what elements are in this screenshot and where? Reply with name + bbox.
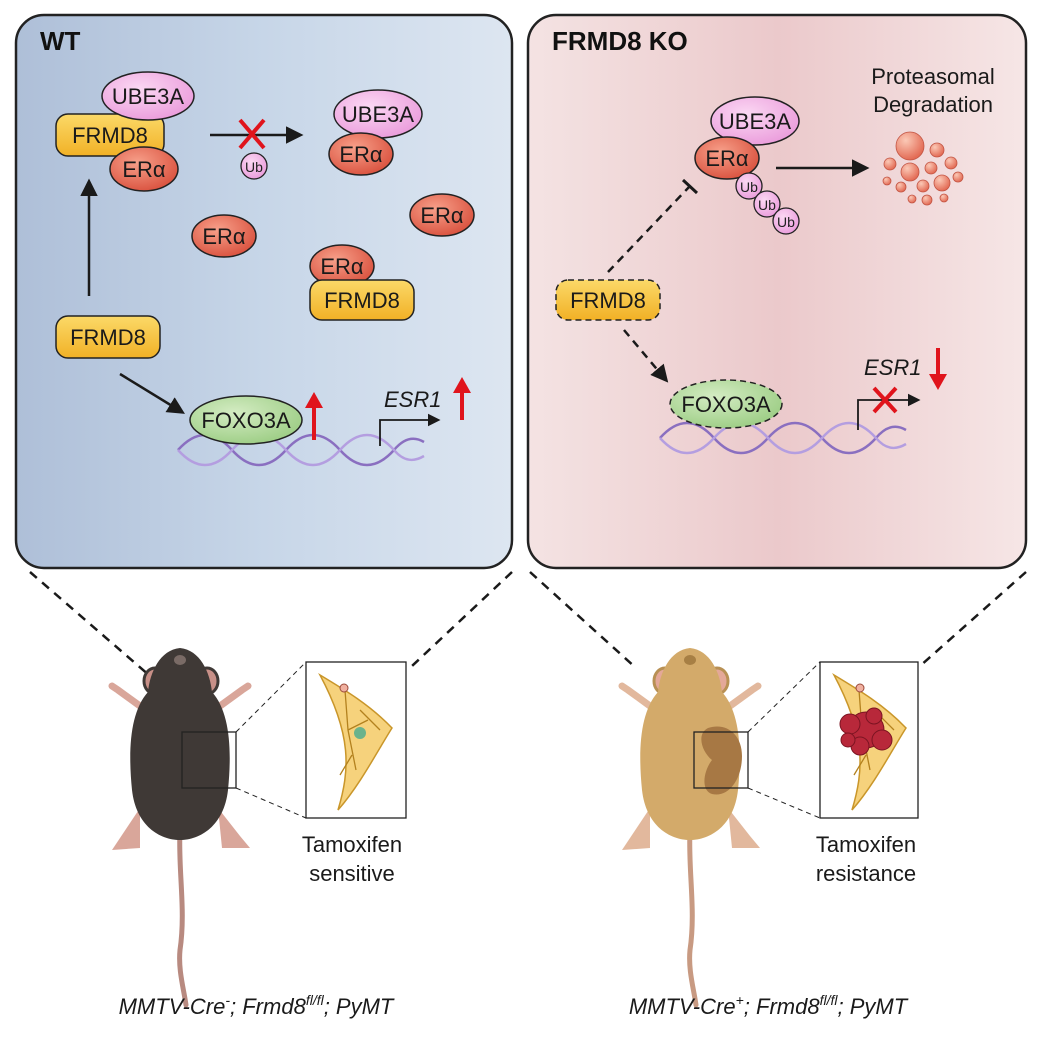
ko-phenotype-line2: resistance xyxy=(816,861,916,886)
ko-frmd8 xyxy=(555,279,661,321)
ko-panel: FRMD8 KO Proteasomal Degradation UBE3A E… xyxy=(526,13,1028,570)
wt-frmd8-bound-label: FRMD8 xyxy=(324,288,400,313)
wt-foxo3a xyxy=(189,395,303,445)
ko-promoter-arrow xyxy=(857,393,921,430)
wt-foxo3a-label: FOXO3A xyxy=(201,408,291,433)
wt-ube3a-top-label: UBE3A xyxy=(112,84,184,109)
wt-foxo-arrow xyxy=(119,372,185,414)
ko-dna-helix xyxy=(659,421,907,455)
wt-foxo3a-up-arrow-icon xyxy=(305,392,323,440)
wt-frmd8-top-label: FRMD8 xyxy=(72,123,148,148)
wt-era-top-label: ERα xyxy=(122,157,166,182)
wt-ube3a-era-complex: UBE3A ERα xyxy=(328,89,423,176)
ko-proteasomal-line1: Proteasomal xyxy=(871,64,995,89)
ko-frmd8-label: FRMD8 xyxy=(570,288,646,313)
wt-era-free1-label: ERα xyxy=(202,224,246,249)
ko-ube3a-label: UBE3A xyxy=(719,109,791,134)
ko-foxo-arrow xyxy=(623,329,669,383)
ko-title: FRMD8 KO xyxy=(552,26,688,56)
ko-ub1-label: Ub xyxy=(740,179,758,195)
ko-inhibition-line xyxy=(607,185,691,273)
wt-genotype: MMTV-Cre-; Frmd8fl/fl; PyMT xyxy=(119,992,395,1019)
wt-title: WT xyxy=(40,26,81,56)
wt-mammary-gland-icon xyxy=(318,672,393,811)
ko-block-x-icon xyxy=(872,386,898,414)
ko-proteasomal-line2: Degradation xyxy=(873,92,993,117)
wt-esr1-up-arrow-icon xyxy=(453,377,471,420)
wt-zoom-box xyxy=(181,731,237,789)
wt-frmd8-complex: FRMD8 UBE3A ERα xyxy=(55,71,195,192)
ko-foxo3a xyxy=(669,379,783,429)
wt-dna-helix xyxy=(177,433,425,467)
wt-ub-label: Ub xyxy=(245,159,263,175)
ko-foxo3a-label: FOXO3A xyxy=(681,392,771,417)
wt-frmd8-main xyxy=(55,315,161,359)
ko-mouse-illustration xyxy=(618,648,762,1008)
wt-phenotype-line2: sensitive xyxy=(309,861,395,886)
ko-zoom-box xyxy=(693,731,749,789)
ko-genotype: MMTV-Cre+; Frmd8fl/fl; PyMT xyxy=(629,992,909,1019)
ko-esr1-label: ESR1 xyxy=(864,355,921,380)
wt-era-frmd8-bound: ERα FRMD8 xyxy=(309,244,415,321)
wt-frmd8-main-label: FRMD8 xyxy=(70,325,146,350)
ko-tumor-icon xyxy=(839,707,893,756)
zoom-connector-lines xyxy=(29,571,1027,677)
wt-era-right-label: ERα xyxy=(339,142,383,167)
ko-inhibition-bar xyxy=(681,178,699,195)
ko-phenotype-line1: Tamoxifen xyxy=(816,832,916,857)
wt-mouse-illustration xyxy=(108,648,252,1008)
wt-era-free2-label: ERα xyxy=(420,203,464,228)
ko-ub3-label: Ub xyxy=(777,214,795,230)
wt-block-x-icon xyxy=(238,118,266,150)
ko-esr1-down-arrow-icon xyxy=(929,348,947,390)
wt-phenotype-line1: Tamoxifen xyxy=(302,832,402,857)
ko-ub2-label: Ub xyxy=(758,197,776,213)
wt-esr1-label: ESR1 xyxy=(384,387,441,412)
wt-era-bound-label: ERα xyxy=(320,254,364,279)
proteasome-fragments-icon xyxy=(882,131,964,206)
wt-promoter-arrow xyxy=(379,413,441,446)
wt-ube3a-right-label: UBE3A xyxy=(342,102,414,127)
wt-panel: WT FRMD8 UBE3A ERα Ub UBE3A ERα E xyxy=(14,13,514,570)
ko-era-label: ERα xyxy=(705,146,749,171)
